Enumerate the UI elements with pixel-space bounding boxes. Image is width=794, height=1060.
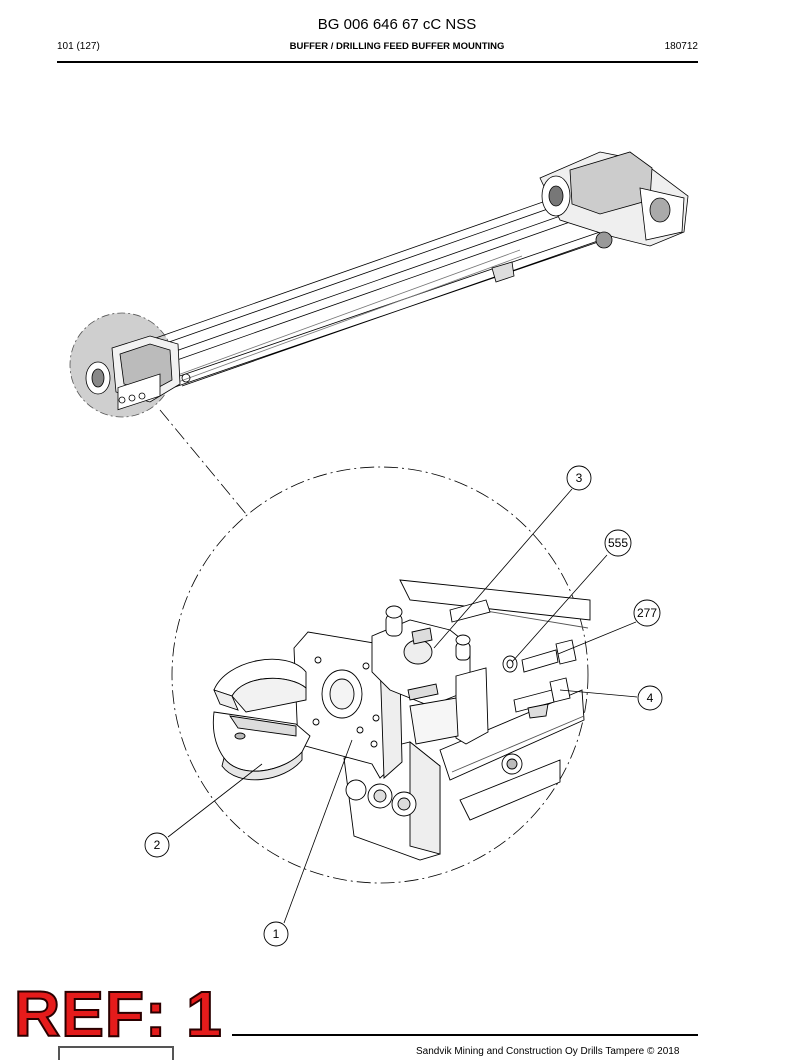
- callout-1[interactable]: 1: [263, 921, 289, 947]
- callout-1-label: 1: [273, 927, 280, 941]
- feed-beam-overview: [69, 151, 689, 418]
- callout-3-label: 3: [576, 471, 583, 485]
- page-title: BUFFER / DRILLING FEED BUFFER MOUNTING: [289, 41, 505, 52]
- detail-leader: [159, 409, 247, 515]
- callout-555-label: 555: [608, 536, 628, 550]
- detail-view-circle: [171, 466, 589, 884]
- header-rule: [57, 61, 698, 63]
- callout-4[interactable]: 4: [637, 685, 663, 711]
- callout-leaders: [167, 488, 638, 924]
- ref-stamp: REF: 1: [13, 978, 223, 1050]
- date-code: 180712: [664, 41, 698, 52]
- callout-277-label: 277: [637, 606, 657, 620]
- copyright-text: Sandvik Mining and Construction Oy Drill…: [416, 1046, 680, 1057]
- callout-277[interactable]: 277: [633, 599, 661, 627]
- footer-rule: [232, 1034, 698, 1036]
- callout-3[interactable]: 3: [566, 465, 592, 491]
- callout-2-label: 2: [154, 838, 161, 852]
- document-id: BG 006 646 67 cC NSS: [317, 16, 477, 33]
- callout-4-label: 4: [647, 691, 654, 705]
- callout-2[interactable]: 2: [144, 832, 170, 858]
- callout-555[interactable]: 555: [604, 529, 632, 557]
- page-number: 101 (127): [57, 41, 100, 52]
- buffer-mounting-detail: [212, 579, 591, 861]
